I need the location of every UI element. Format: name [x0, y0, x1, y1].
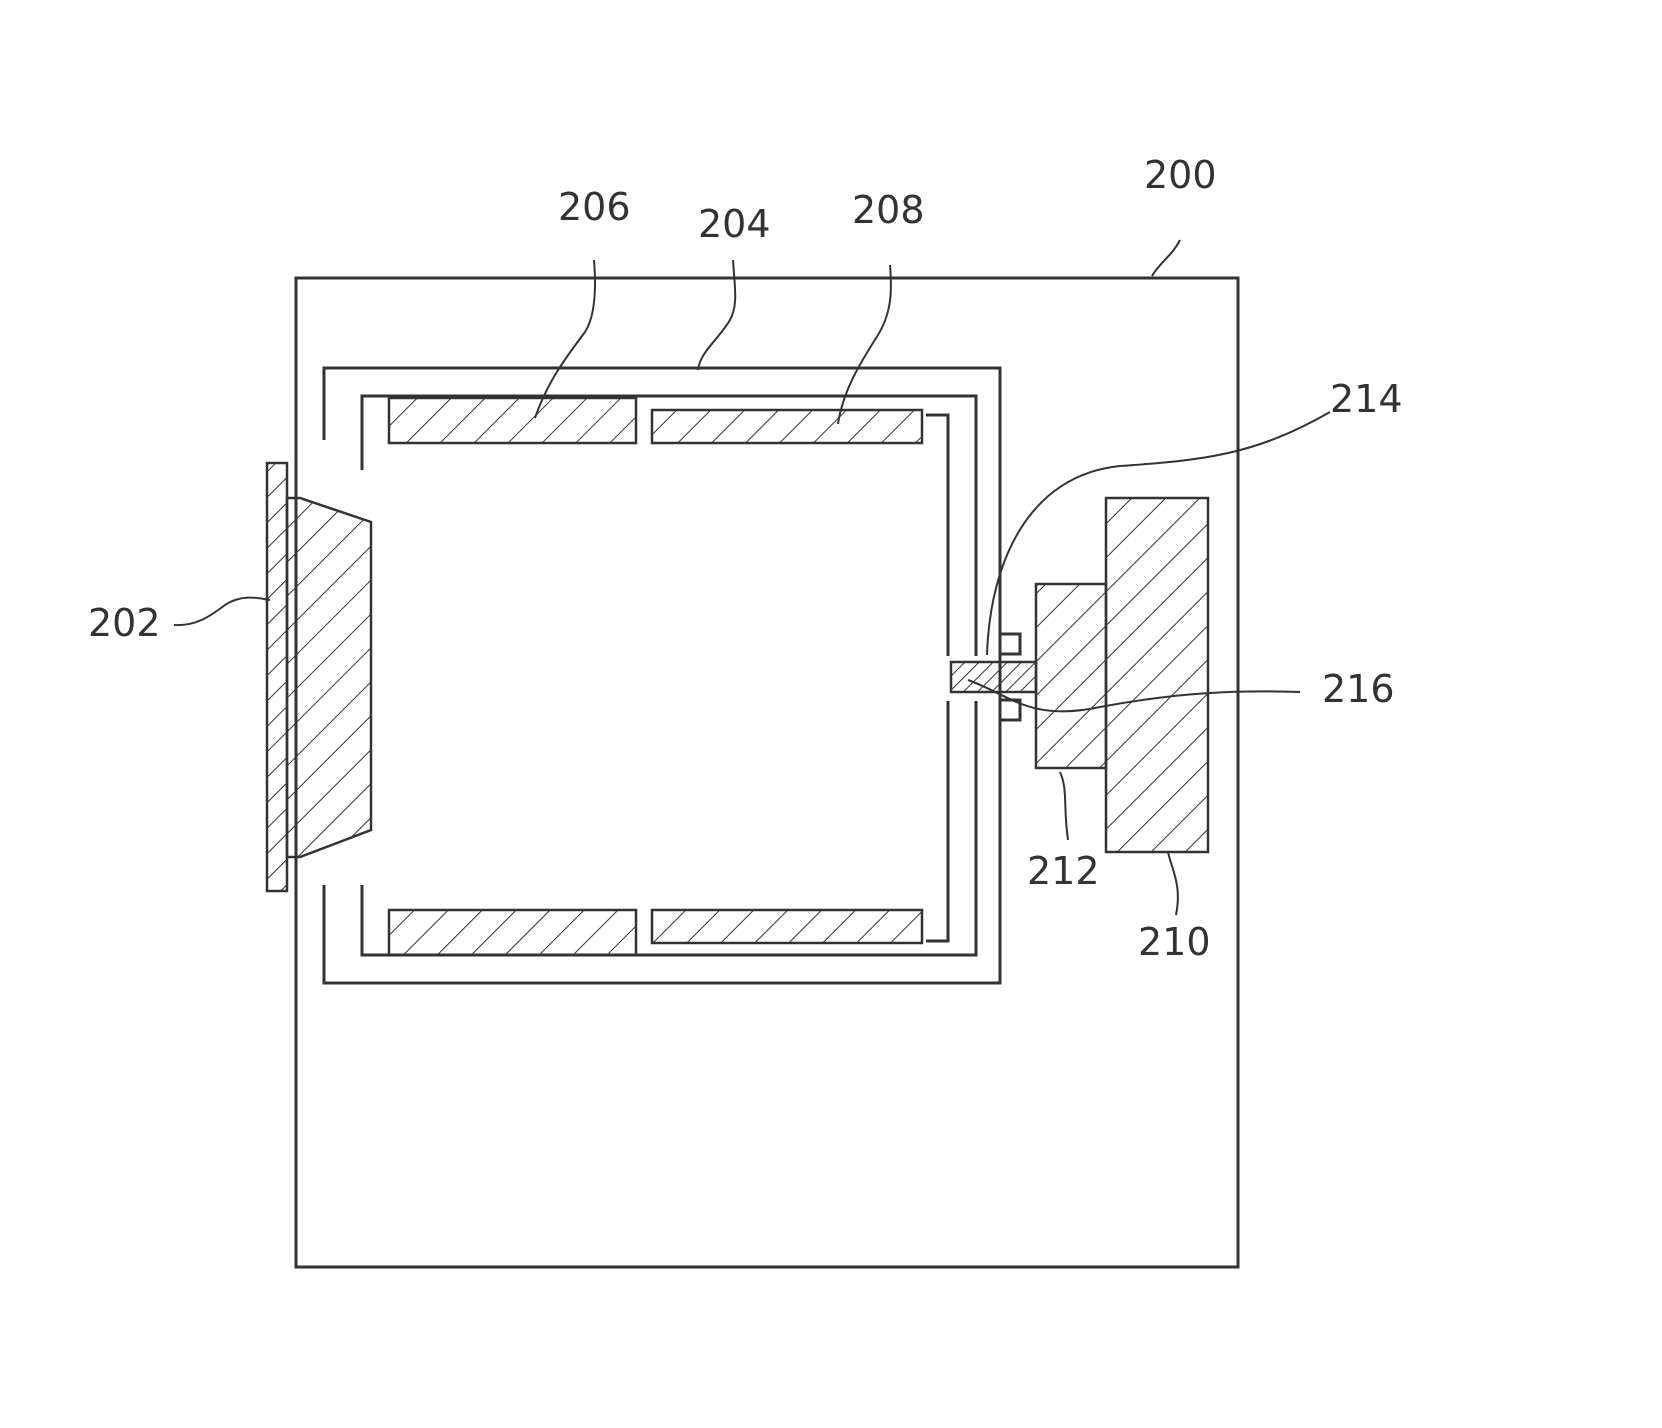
- drum-inner-wall-lower: [926, 701, 948, 941]
- label-212: 212: [1027, 849, 1100, 893]
- leader-212: [1060, 772, 1068, 840]
- label-208: 208: [852, 188, 925, 232]
- leader-206: [535, 260, 595, 418]
- label-216: 216: [1322, 667, 1395, 711]
- leader-208: [838, 265, 891, 424]
- heater-206-bottom: [389, 910, 636, 955]
- leader-210: [1168, 852, 1178, 915]
- door-panel-202: [267, 463, 287, 891]
- leader-202: [174, 598, 270, 626]
- heater-206-top: [389, 398, 636, 443]
- motor-210: [1106, 498, 1208, 852]
- label-204: 204: [698, 202, 771, 246]
- shaft-216: [951, 662, 1036, 692]
- label-210: 210: [1138, 920, 1211, 964]
- bearing-214-top: [1000, 634, 1020, 654]
- drum-inner-wall: [926, 415, 948, 656]
- label-200: 200: [1144, 153, 1217, 197]
- outer-tub-204: [324, 368, 1000, 983]
- heater-208-top: [652, 410, 922, 443]
- pulley-212: [1036, 584, 1106, 768]
- door-glass-202: [287, 498, 371, 857]
- label-206: 206: [558, 185, 631, 229]
- label-214: 214: [1330, 377, 1403, 421]
- leader-200: [1152, 240, 1180, 276]
- label-202: 202: [88, 601, 161, 645]
- heater-208-bottom: [652, 910, 922, 943]
